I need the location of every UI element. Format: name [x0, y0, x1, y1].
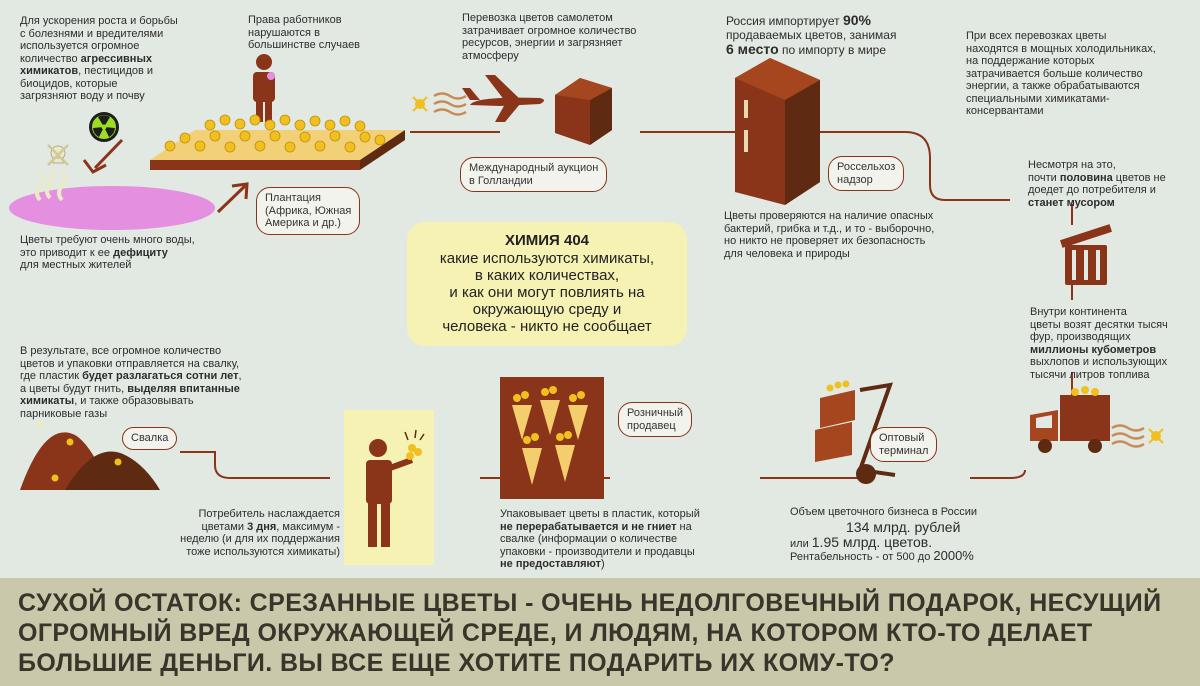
skull-icon	[47, 144, 69, 166]
refrigerator-icon	[735, 58, 820, 205]
plane-text: Перевозка цветов самолетом затрачивает о…	[462, 12, 637, 62]
pack-text: Упаковывает цветы в пластик, который не …	[500, 508, 700, 570]
truck-text: Внутри континента цветы возят десятки ты…	[1030, 306, 1168, 381]
worker-icon	[253, 54, 275, 122]
truck-icon	[1030, 386, 1164, 453]
chemistry-title: ХИМИЯ 404	[504, 232, 590, 249]
arrow-to-plantation	[216, 182, 249, 214]
hand-truck-icon	[815, 380, 896, 484]
dump-node: Свалка	[122, 427, 178, 450]
radiation-icon	[89, 112, 119, 142]
consumer-icon	[344, 410, 434, 565]
pink-pond-icon	[9, 168, 215, 230]
airplane-icon	[462, 75, 544, 122]
consumer-text: Потребитель наслаждается цветами 3 дня, …	[180, 508, 340, 558]
trash-can-icon	[1060, 224, 1112, 285]
fridges-text: При всех перевозках цветы находятся в мо…	[966, 30, 1156, 117]
workers-text: Права работников нарушаются в большинств…	[248, 14, 361, 51]
business-count: или 1.95 млрд. цветов.	[790, 534, 933, 550]
fumes-icon	[412, 92, 467, 116]
plantation-node: Плантация (Африка, Южная Америка и др.)	[256, 187, 361, 235]
building-icon	[555, 78, 612, 145]
landfill-text: В результате, все огромное количество цв…	[20, 345, 242, 420]
water-text: Цветы требуют очень много воды, это прив…	[20, 234, 195, 271]
retail-cones-icon	[500, 377, 604, 499]
wholesale-node: Оптовый терминал	[870, 427, 938, 462]
trash-text: Несмотря на это, почти половина цветов н…	[1028, 159, 1166, 209]
business-rub: 134 млрд. рублей	[846, 519, 961, 535]
growth-text: Для ускорения роста и борьбы с болезнями…	[20, 15, 178, 102]
chemistry-body: какие используются химикаты, в каких кол…	[439, 250, 655, 335]
business-profit: Рентабельность - от 500 до 2000%	[790, 548, 974, 563]
landfill-icon	[20, 421, 160, 490]
import-text: Россия импортирует 90% продаваемых цвето…	[726, 12, 897, 57]
retail-node: Розничный продавец	[618, 402, 692, 437]
arrow-to-pond	[82, 138, 124, 174]
plantation-icon	[150, 114, 405, 170]
conclusion-text: СУХОЙ ОСТАТОК: СРЕЗАННЫЕ ЦВЕТЫ - ОЧЕНЬ Н…	[18, 589, 1162, 677]
rosselhoz-node: Россельхоз надзор	[828, 156, 905, 191]
chemistry-404-box: ХИМИЯ 404 какие используются химикаты, в…	[407, 222, 687, 346]
check-text: Цветы проверяются на наличие опасных бак…	[724, 210, 935, 260]
auction-node: Международный аукцион в Голландии	[460, 157, 608, 192]
business-title: Объем цветочного бизнеса в России	[790, 506, 978, 518]
conclusion-banner: СУХОЙ ОСТАТОК: СРЕЗАННЫЕ ЦВЕТЫ - ОЧЕНЬ Н…	[0, 578, 1200, 686]
